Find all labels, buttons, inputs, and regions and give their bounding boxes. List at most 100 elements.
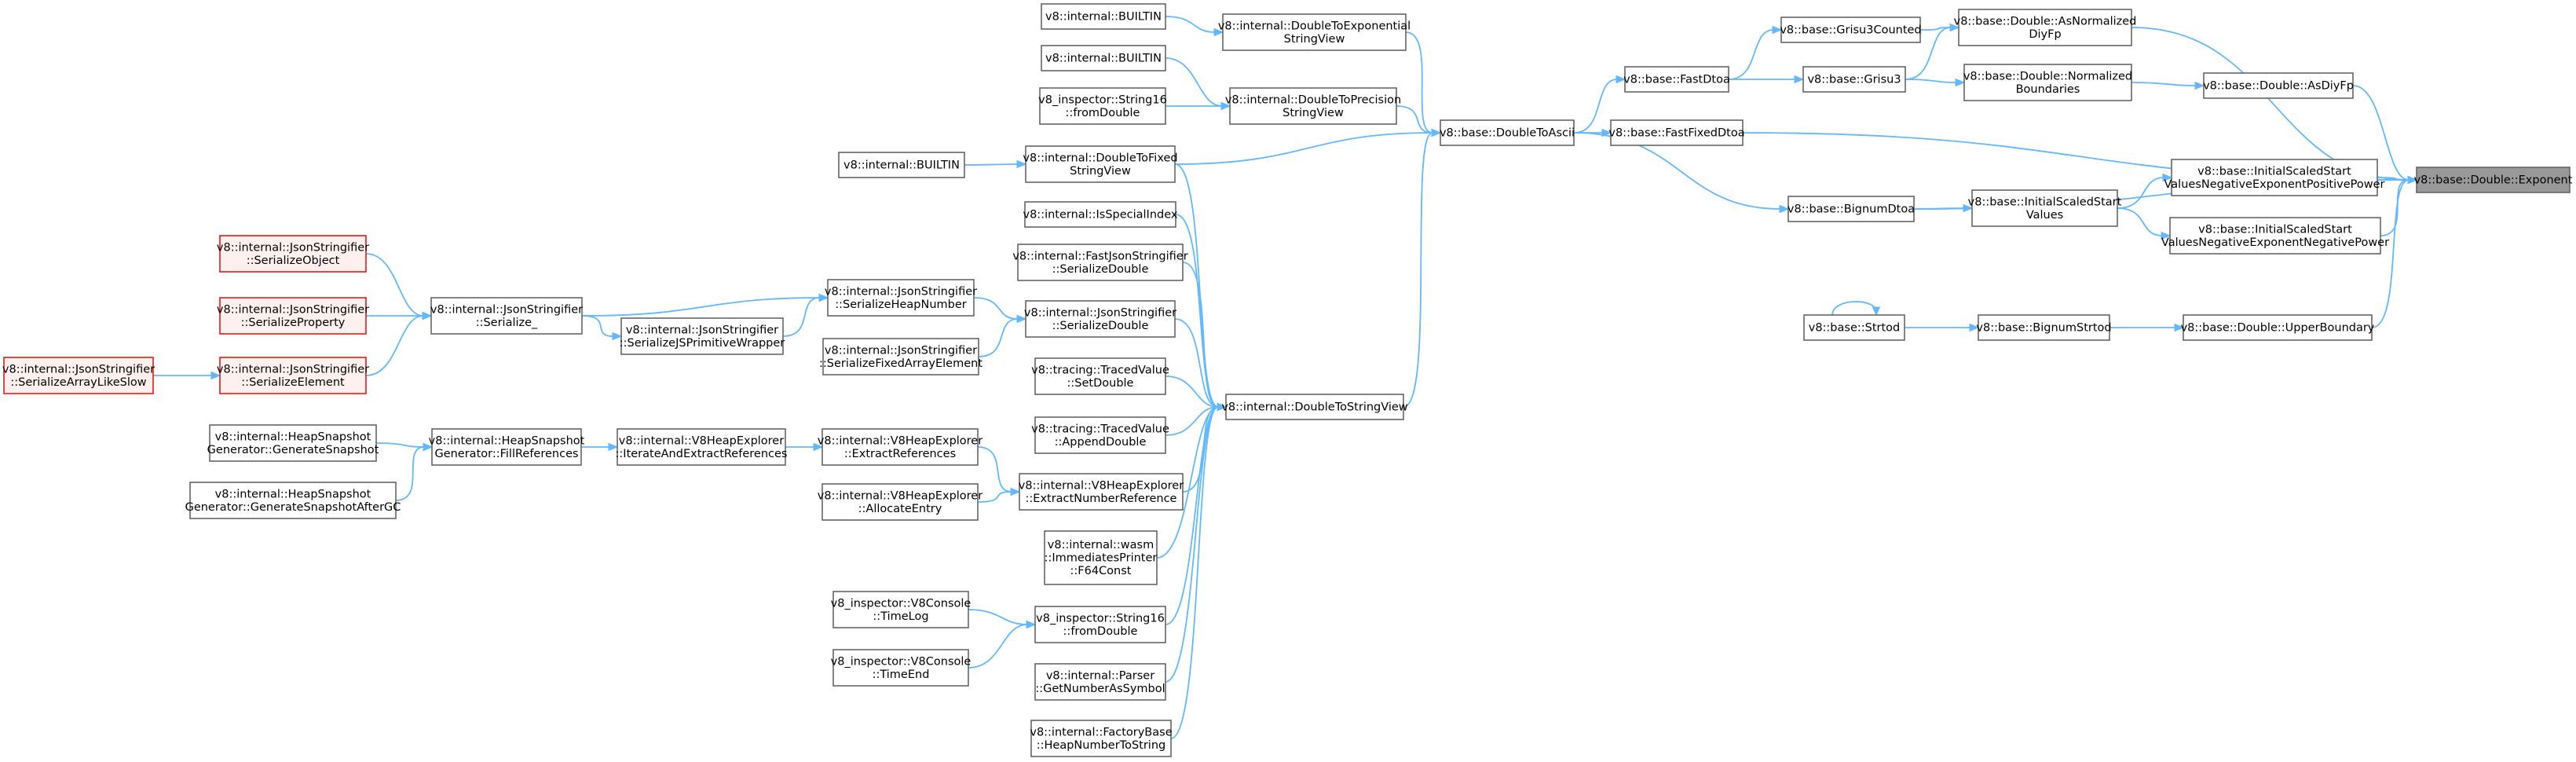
node-iterextract[interactable]: v8::internal::V8HeapExplorer::IterateAnd… [616, 428, 788, 466]
node-timeend[interactable]: v8_inspector::V8Console::TimeEnd [831, 649, 971, 687]
node-box[interactable] [1802, 66, 1906, 93]
node-serprop[interactable]: v8::internal::JsonStringifier::Serialize… [217, 297, 369, 335]
node-box[interactable] [1030, 720, 1172, 757]
node-fillrefs[interactable]: v8::internal::HeapSnapshotGenerator::Fil… [429, 428, 585, 466]
node-box[interactable] [1025, 145, 1176, 183]
node-setdouble[interactable]: v8::tracing::TracedValue::SetDouble [1031, 357, 1169, 395]
node-bignumstrtod[interactable]: v8::base::BignumStrtod [1976, 314, 2112, 341]
node-builtin3[interactable]: v8::internal::BUILTIN [838, 152, 965, 178]
node-fastdtoa[interactable]: v8::base::FastDtoa [1623, 66, 1730, 93]
node-box[interactable] [209, 424, 377, 462]
node-box[interactable] [1041, 45, 1166, 71]
node-box[interactable] [620, 317, 784, 355]
node-box[interactable] [1780, 16, 1921, 43]
node-box[interactable] [1958, 9, 2132, 46]
node-serelem[interactable]: v8::internal::JsonStringifier::Serialize… [217, 357, 369, 394]
node-box[interactable] [832, 649, 969, 687]
node-box[interactable] [1019, 473, 1184, 511]
node-box[interactable] [219, 357, 367, 394]
node-box[interactable] [1025, 300, 1176, 338]
node-dtoexp[interactable]: v8::internal::DoubleToExponentialStringV… [1218, 13, 1411, 51]
node-box[interactable] [1017, 244, 1184, 281]
node-box[interactable] [2416, 167, 2571, 193]
node-box[interactable] [838, 152, 965, 178]
node-box[interactable] [1222, 13, 1407, 51]
node-heapnumtostr[interactable]: v8::internal::FactoryBase::HeapNumberToS… [1030, 720, 1173, 757]
node-strtod[interactable]: v8::base::Strtod [1803, 314, 1905, 341]
node-exponent[interactable]: v8::base::Double::Exponent [2414, 167, 2573, 193]
node-fixeddtoa[interactable]: v8::base::FastFixedDtoa [1608, 119, 1745, 146]
node-getnumsym[interactable]: v8::internal::Parser::GetNumberAsSymbol [1034, 663, 1166, 701]
node-box[interactable] [1963, 64, 2132, 101]
node-issneg[interactable]: v8::base::InitialScaledStartValuesNegati… [2161, 217, 2389, 255]
node-asdiyfp[interactable]: v8::base::Double::AsDiyFp [2203, 72, 2354, 99]
node-builtin2[interactable]: v8::internal::BUILTIN [1041, 45, 1166, 71]
node-serarrslow[interactable]: v8::internal::JsonStringifier::Serialize… [2, 357, 155, 394]
node-serjsprim[interactable]: v8::internal::JsonStringifier::Serialize… [620, 317, 785, 355]
node-dtostrview[interactable]: v8::internal::DoubleToStringView [1221, 394, 1408, 420]
node-box[interactable] [2183, 314, 2373, 341]
node-box[interactable] [1044, 530, 1158, 585]
node-doubletoascii[interactable]: v8::base::DoubleToAscii [1440, 119, 1575, 146]
node-box[interactable] [821, 483, 979, 521]
node-serheapnum[interactable]: v8::internal::JsonStringifier::Serialize… [825, 279, 977, 317]
node-box[interactable] [219, 297, 367, 335]
node-fromdouble2[interactable]: v8_inspector::String16::fromDouble [1034, 606, 1166, 643]
node-box[interactable] [827, 279, 975, 317]
node-fromdouble1[interactable]: v8_inspector::String16::fromDouble [1038, 87, 1167, 125]
node-extractrefs[interactable]: v8::internal::V8HeapExplorer::ExtractRef… [818, 428, 982, 466]
node-dtoprec[interactable]: v8::internal::DoubleToPrecisionStringVie… [1225, 87, 1401, 125]
node-box[interactable] [1803, 314, 1905, 341]
node-box[interactable] [1024, 201, 1176, 228]
node-box[interactable] [1034, 663, 1166, 701]
node-box[interactable] [821, 428, 979, 466]
node-grisu3c[interactable]: v8::base::Grisu3Counted [1780, 16, 1922, 43]
node-box[interactable] [1034, 416, 1166, 454]
node-box[interactable] [1041, 3, 1166, 30]
node-appenddouble[interactable]: v8::tracing::TracedValue::AppendDouble [1031, 416, 1169, 454]
node-allocentry[interactable]: v8::internal::V8HeapExplorer::AllocateEn… [818, 483, 982, 521]
node-box[interactable] [1440, 119, 1575, 146]
node-bignumdtoa[interactable]: v8::base::BignumDtoa [1787, 196, 1915, 222]
node-box[interactable] [1610, 119, 1744, 146]
node-box[interactable] [2203, 72, 2354, 99]
node-jsonserdouble[interactable]: v8::internal::JsonStringifier::Serialize… [1024, 300, 1176, 338]
node-box[interactable] [2169, 217, 2381, 255]
node-extractnum[interactable]: v8::internal::V8HeapExplorer::ExtractNum… [1019, 473, 1184, 511]
node-box[interactable] [219, 235, 367, 273]
node-box[interactable] [1229, 87, 1397, 125]
node-box[interactable] [3, 357, 154, 394]
node-fastjson[interactable]: v8::internal::FastJsonStringifier::Seria… [1012, 244, 1188, 281]
node-box[interactable] [1034, 357, 1166, 395]
node-box[interactable] [431, 428, 582, 466]
node-box[interactable] [1978, 314, 2110, 341]
node-grisu3[interactable]: v8::base::Grisu3 [1802, 66, 1906, 93]
node-upperb[interactable]: v8::base::Double::UpperBoundary [2181, 314, 2375, 341]
node-box[interactable] [1787, 196, 1915, 222]
node-timelog[interactable]: v8_inspector::V8Console::TimeLog [831, 591, 971, 628]
node-box[interactable] [1624, 66, 1729, 93]
node-box[interactable] [1039, 87, 1166, 125]
node-box[interactable] [1225, 394, 1404, 420]
node-f64const[interactable]: v8::internal::wasm::ImmediatesPrinter::F… [1044, 530, 1158, 585]
node-isspos[interactable]: v8::base::InitialScaledStartValuesNegati… [2164, 159, 2385, 196]
node-box[interactable] [822, 338, 979, 376]
node-box[interactable] [617, 428, 786, 466]
node-box[interactable] [430, 297, 583, 335]
node-box[interactable] [2171, 159, 2378, 196]
node-builtin1[interactable]: v8::internal::BUILTIN [1041, 3, 1166, 30]
node-isspecial[interactable]: v8::internal::IsSpecialIndex [1023, 201, 1178, 228]
node-gensnapgc[interactable]: v8::internal::HeapSnapshotGenerator::Gen… [185, 482, 401, 519]
node-box[interactable] [832, 591, 969, 628]
node-serfixedarr[interactable]: v8::internal::JsonStringifier::Serialize… [819, 338, 982, 376]
node-gensnap[interactable]: v8::internal::HeapSnapshotGenerator::Gen… [207, 424, 379, 462]
node-serialize_[interactable]: v8::internal::JsonStringifier::Serialize… [430, 297, 583, 335]
node-serobject[interactable]: v8::internal::JsonStringifier::Serialize… [217, 235, 369, 273]
node-box[interactable] [1034, 606, 1166, 643]
node-box[interactable] [189, 482, 397, 519]
node-box[interactable] [1971, 189, 2118, 227]
